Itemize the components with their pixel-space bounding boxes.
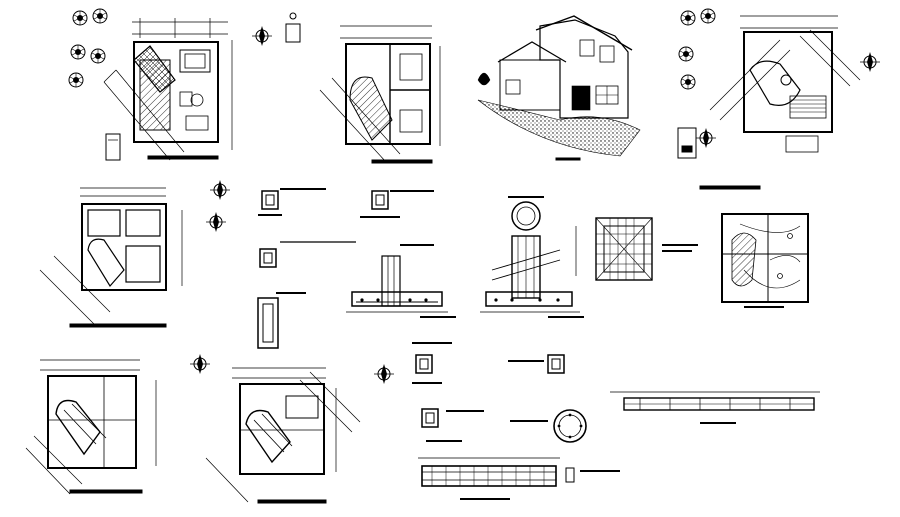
house-key-symbol (285, 12, 301, 43)
foundation-plan (39, 187, 183, 328)
beam-sections (412, 342, 565, 442)
tree-symbol-icon (68, 72, 84, 88)
north-arrow-icon (695, 127, 717, 149)
slab-section (610, 391, 820, 424)
north-arrow-icon (859, 51, 881, 73)
beam-elevation (418, 457, 620, 500)
tree-symbol-icon (678, 46, 694, 62)
footing-section-a (346, 244, 456, 318)
structural-plan-a (25, 359, 157, 495)
upper-floor-plan (319, 25, 441, 164)
round-column-section (510, 409, 587, 443)
north-arrow-icon (189, 353, 211, 375)
tree-symbol-icon (90, 48, 106, 64)
tree-symbol-icon (72, 10, 88, 26)
roof-plan (677, 15, 861, 190)
tree-symbol-icon (680, 74, 696, 90)
column-sections (257, 188, 434, 349)
electrical-plan (721, 213, 809, 308)
north-arrow-icon (373, 363, 395, 385)
tree-symbol-icon (70, 44, 86, 60)
tree-symbol-icon (700, 8, 716, 24)
ground-floor-plan (103, 18, 233, 161)
north-arrow-icon (209, 179, 231, 201)
structural-plan-b (205, 367, 361, 504)
house-perspective (477, 15, 641, 161)
footing-section-b (480, 196, 584, 318)
north-arrow-icon (251, 25, 273, 47)
north-arrow-icon (205, 211, 227, 233)
tree-symbol-icon (92, 8, 108, 24)
footing-reinforcement-grid (595, 217, 698, 281)
tree-symbol-icon (680, 10, 696, 26)
